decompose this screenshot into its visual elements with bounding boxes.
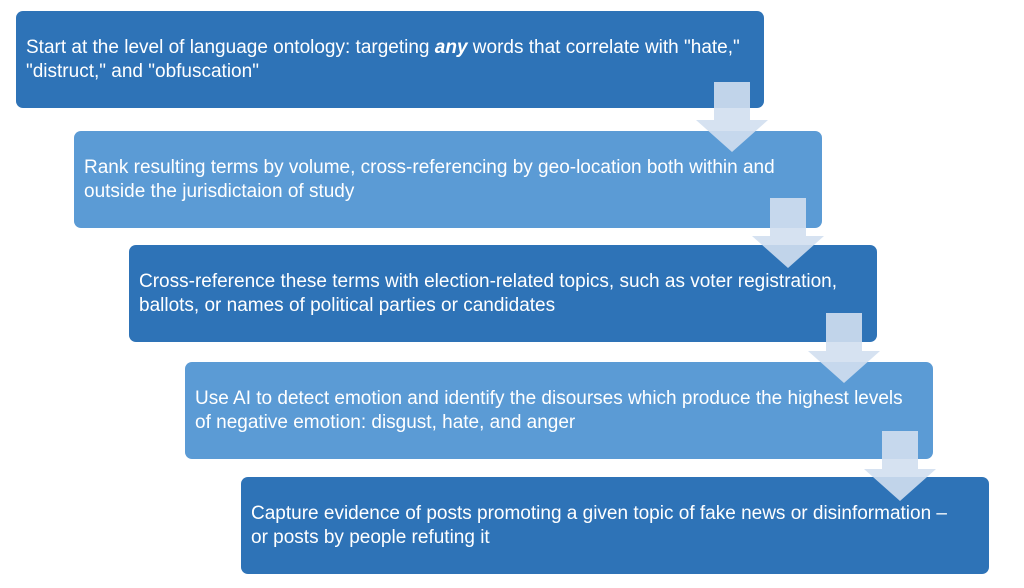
step-2-box: Rank resulting terms by volume, cross-re…: [74, 131, 822, 228]
step-4-box: Use AI to detect emotion and identify th…: [185, 362, 933, 459]
step-1-emphasis: any: [434, 36, 468, 58]
step-1-box: Start at the level of language ontology:…: [16, 11, 764, 108]
down-arrow-icon: [808, 313, 880, 383]
down-arrow-icon: [696, 82, 768, 152]
step-5-box: Capture evidence of posts promoting a gi…: [241, 477, 989, 574]
step-2-text: Rank resulting terms by volume, cross-re…: [84, 156, 775, 202]
step-4-text: Use AI to detect emotion and identify th…: [195, 387, 903, 433]
step-3-text: Cross-reference these terms with electio…: [139, 270, 838, 316]
step-3-box: Cross-reference these terms with electio…: [129, 245, 877, 342]
down-arrow-icon: [864, 431, 936, 501]
step-1-text: Start at the level of language ontology:…: [26, 36, 740, 82]
step-5-text: Capture evidence of posts promoting a gi…: [251, 502, 947, 548]
down-arrow-icon: [752, 198, 824, 268]
